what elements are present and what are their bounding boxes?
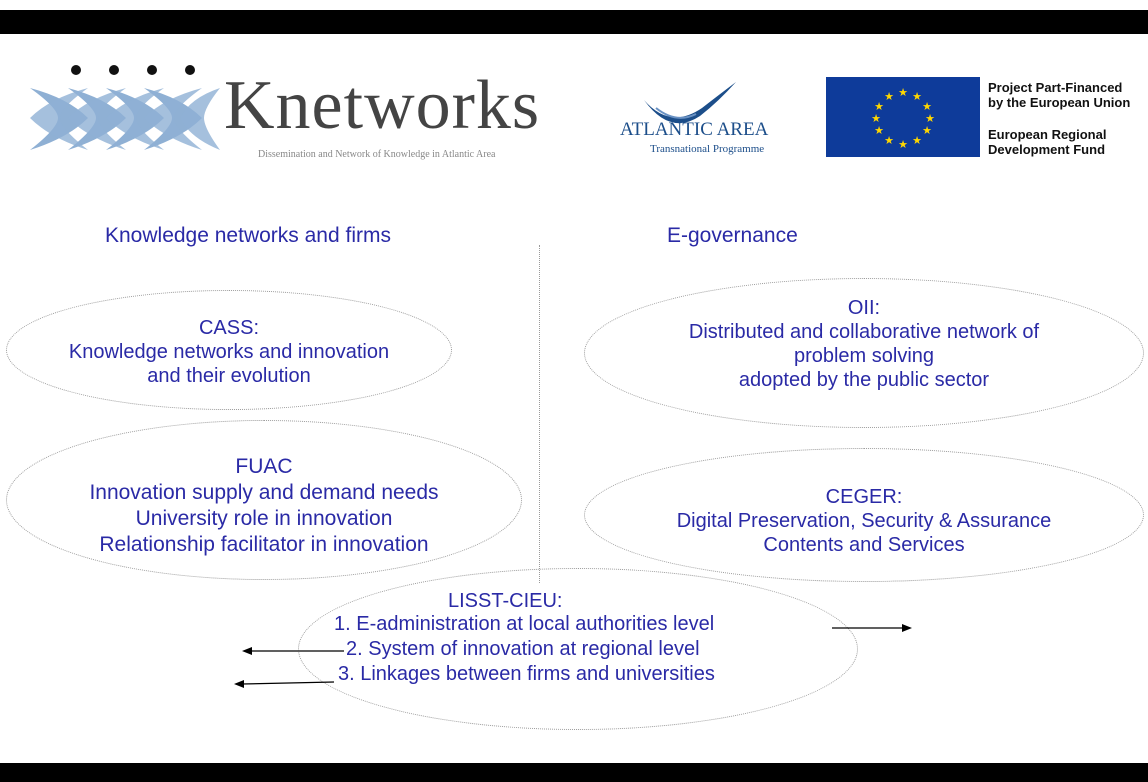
atlantic-area-swoosh-icon: [644, 82, 736, 124]
arrow-right-icon: [832, 624, 912, 632]
ceger-line-2: Contents and Services: [763, 534, 965, 556]
svg-text:★: ★: [871, 112, 881, 125]
svg-text:★: ★: [922, 100, 932, 113]
cass-ellipse: [6, 290, 452, 410]
fuac-line-2: University role in innovation: [135, 507, 393, 530]
eu-financing-text: Project Part-Financed by the European Un…: [988, 80, 1130, 110]
svg-text:★: ★: [884, 134, 894, 147]
oii-line-3: adopted by the public sector: [738, 369, 990, 391]
cass-line-1: Knowledge networks and innovation: [68, 341, 390, 363]
lisst-ellipse: [298, 568, 858, 730]
knetworks-logo-icon: [30, 65, 220, 150]
lisst-item-2: 2. System of innovation at regional leve…: [346, 638, 700, 660]
oii-title: OII:: [847, 297, 881, 319]
svg-text:★: ★: [925, 112, 935, 125]
oii-node: OII: Distributed and collaborative netwo…: [584, 296, 1144, 392]
lisst-item-1: 1. E-administration at local authorities…: [334, 613, 715, 635]
fuac-node: FUAC Innovation supply and demand needs …: [6, 454, 522, 558]
fuac-line-1: Innovation supply and demand needs: [89, 481, 439, 504]
eu-financing-line-2: by the European Union: [988, 95, 1131, 110]
fuac-title: FUAC: [235, 455, 293, 478]
heading-knowledge-networks: Knowledge networks and firms: [105, 224, 391, 247]
erdf-line-1: European Regional: [988, 127, 1107, 142]
top-black-bar: [0, 10, 1148, 34]
oii-line-2: problem solving: [793, 345, 935, 367]
svg-text:★: ★: [874, 124, 884, 137]
svg-text:★: ★: [874, 100, 884, 113]
cass-line-2: and their evolution: [147, 365, 311, 387]
arrow-left-icon: [234, 680, 334, 688]
oii-line-1: Distributed and collaborative network of: [688, 321, 1040, 343]
ceger-node: CEGER: Digital Preservation, Security & …: [584, 485, 1144, 557]
bottom-black-bar: [0, 763, 1148, 782]
erdf-line-2: Development Fund: [988, 142, 1106, 157]
svg-text:★: ★: [898, 86, 908, 99]
oii-ellipse: [584, 278, 1144, 428]
heading-e-governance: E-governance: [667, 224, 798, 247]
svg-text:★: ★: [912, 134, 922, 147]
cass-node: CASS: Knowledge networks and innovation …: [6, 316, 452, 388]
lisst-title: LISST-CIEU:: [448, 590, 563, 612]
ceger-ellipse: [584, 448, 1144, 582]
svg-text:★: ★: [922, 124, 932, 137]
ceger-line-1: Digital Preservation, Security & Assuran…: [676, 510, 1052, 532]
knetworks-tagline: Dissemination and Network of Knowledge i…: [258, 149, 496, 160]
svg-text:★: ★: [912, 90, 922, 103]
eu-financing-line-1: Project Part-Financed: [988, 80, 1123, 95]
svg-text:★: ★: [884, 90, 894, 103]
knetworks-wordmark: Knetworks: [224, 67, 541, 144]
erdf-text: European Regional Development Fund: [988, 127, 1106, 157]
ceger-title: CEGER:: [825, 486, 903, 508]
svg-text:★: ★: [898, 138, 908, 151]
cass-title: CASS:: [198, 317, 260, 339]
fuac-ellipse: [6, 420, 522, 580]
fuac-line-3: Relationship facilitator in innovation: [99, 533, 429, 556]
lisst-item-3: 3. Linkages between firms and universiti…: [338, 663, 715, 685]
arrow-left-icon: [242, 647, 344, 655]
eu-flag-icon: ★ ★ ★ ★ ★ ★ ★ ★ ★ ★ ★ ★: [826, 77, 980, 157]
atlantic-area-subtitle: Transnational Programme: [650, 143, 765, 155]
atlantic-area-title: ATLANTIC AREA: [620, 119, 769, 140]
column-divider: [539, 245, 540, 583]
